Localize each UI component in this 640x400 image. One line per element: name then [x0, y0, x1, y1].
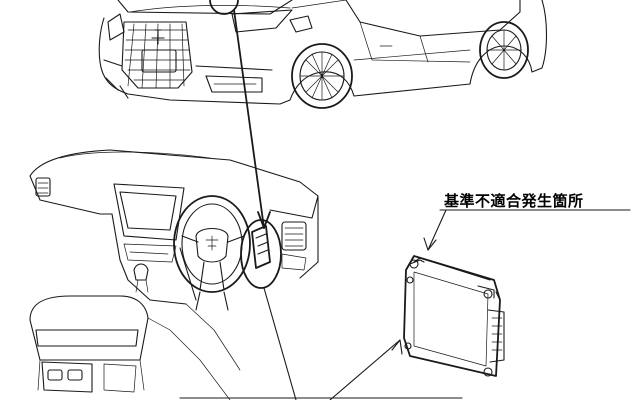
leader-line-module [329, 339, 401, 400]
dashboard-location-marker [240, 219, 282, 289]
car-illustration [98, 0, 547, 109]
leader-line-dash [263, 287, 297, 400]
callout-arrowhead [423, 237, 437, 251]
car-location-marker [209, 0, 239, 15]
leader-line-car [233, 9, 265, 229]
callout-leader-line [427, 209, 447, 251]
dashboard-illustration [29, 149, 319, 400]
leader-arrowhead-module [391, 339, 403, 355]
control-module-illustration [403, 255, 505, 377]
nonconformity-location-label: 基準不適合発生箇所 [444, 192, 584, 210]
leader-arrowhead-car [257, 211, 271, 229]
